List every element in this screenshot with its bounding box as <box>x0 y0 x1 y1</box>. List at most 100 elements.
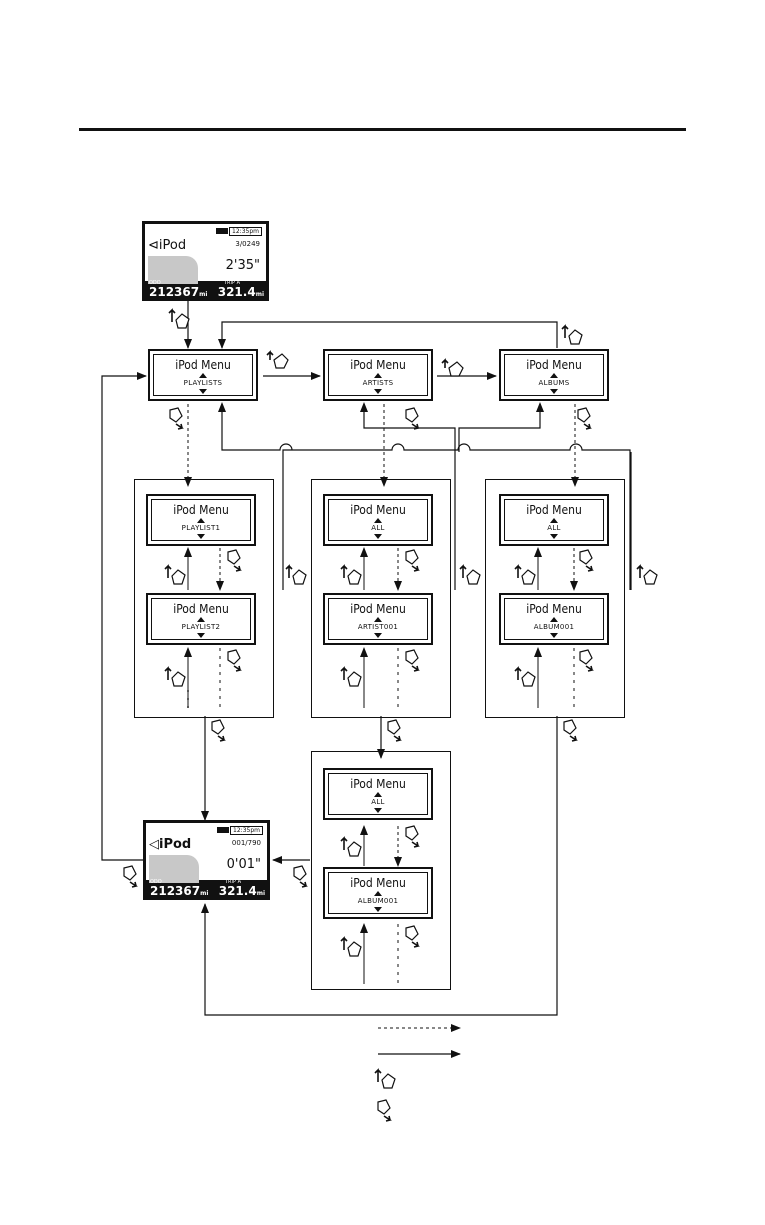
up-arrow-icon <box>197 617 205 622</box>
legend-knob-push-down-icon <box>377 1099 391 1122</box>
down-arrow-icon <box>197 534 205 539</box>
knob-push-down-icon <box>169 407 183 430</box>
knob-push-down-icon <box>227 649 241 672</box>
down-arrow-icon <box>374 633 382 638</box>
source-name: ◁iPod <box>149 837 192 852</box>
up-arrow-icon <box>199 373 207 378</box>
knob-push-up-icon <box>340 937 362 957</box>
connector <box>360 402 368 412</box>
odometer: 212367mi <box>150 884 209 898</box>
knob-push-up-icon <box>636 565 658 585</box>
down-arrow-icon <box>550 534 558 539</box>
knob-push-up-icon <box>340 565 362 585</box>
connector <box>201 716 558 1016</box>
down-arrow-icon <box>374 389 382 394</box>
albums-submenu-group <box>485 479 625 718</box>
trip-label: TRIP A <box>224 280 241 286</box>
menu-title: iPod Menu <box>350 358 406 372</box>
menu-option: PLAYLIST2 <box>181 623 221 631</box>
knob-push-up-icon <box>340 837 362 857</box>
trip-meter: 321.4mi <box>217 285 264 299</box>
knob-push-down-icon <box>405 649 419 672</box>
elapsed-time: 0'01" <box>226 857 261 872</box>
connector <box>101 372 147 861</box>
up-arrow-icon <box>197 518 205 523</box>
connector <box>536 402 544 412</box>
connector <box>363 404 456 590</box>
knob-push-down-icon <box>577 407 591 430</box>
menu-title: iPod Menu <box>173 503 229 517</box>
down-arrow-icon <box>199 389 207 394</box>
knob-push-down-icon <box>405 407 419 430</box>
menu-title: iPod Menu <box>173 602 229 616</box>
down-arrow-icon <box>374 534 382 539</box>
menu-option: ARTIST001 <box>357 623 399 631</box>
menu-title: iPod Menu <box>350 503 406 517</box>
knob-push-up-icon <box>514 565 536 585</box>
up-arrow-icon <box>374 373 382 378</box>
knob-push-up-icon <box>514 667 536 687</box>
connector <box>221 404 631 590</box>
trip-meter: 321.4mi <box>218 884 265 898</box>
trip-label: TRIP A <box>225 879 242 885</box>
artist-albums-submenu-group <box>311 751 451 990</box>
usb-icon <box>216 228 228 234</box>
knob-push-up-icon <box>459 565 481 585</box>
knob-push-up-icon <box>164 667 186 687</box>
up-arrow-icon <box>374 891 382 896</box>
knob-push-down-icon <box>211 719 225 742</box>
knob-push-down-icon <box>123 865 137 888</box>
knob-push-down-icon <box>227 549 241 572</box>
odo-label: ODO <box>149 280 161 286</box>
knob-turn-right-icon <box>441 359 464 377</box>
menu-option: ALBUM001 <box>357 897 399 905</box>
connector <box>458 404 541 452</box>
up-arrow-icon <box>550 617 558 622</box>
knob-push-up-icon <box>168 309 190 329</box>
odometer: 212367mi <box>149 285 208 299</box>
track-number: 3/0249 <box>235 240 260 248</box>
album-art <box>149 855 199 883</box>
knob-push-down-icon <box>579 549 593 572</box>
menu-option: ARTISTS <box>362 379 394 387</box>
menu-title: iPod Menu <box>175 358 231 372</box>
knob-push-down-icon <box>563 719 577 742</box>
menu-title: iPod Menu <box>350 777 406 791</box>
odo-label: ODO <box>150 879 162 885</box>
knob-push-down-icon <box>405 825 419 848</box>
ipod-screen-playing: 12:35pm ⊲iPod 3/0249 2'35" ODO TRIP A 21… <box>142 221 269 301</box>
down-arrow-icon <box>374 808 382 813</box>
knob-push-up-icon <box>164 565 186 585</box>
up-arrow-icon <box>374 792 382 797</box>
menu-option: ALBUMS <box>538 379 570 387</box>
connector <box>218 321 558 349</box>
menu-option: ALL <box>371 798 385 806</box>
source-name: ⊲iPod <box>148 238 187 253</box>
knob-turn-right-icon <box>266 351 289 369</box>
knob-push-down-icon <box>405 549 419 572</box>
menu-title: iPod Menu <box>526 503 582 517</box>
menu-option: PLAYLIST1 <box>181 524 221 532</box>
knob-push-up-icon <box>561 325 583 345</box>
artists-submenu-group <box>311 479 451 718</box>
knob-push-up-icon <box>340 667 362 687</box>
down-arrow-icon <box>197 633 205 638</box>
menu-title: iPod Menu <box>526 602 582 616</box>
menu-title: iPod Menu <box>350 876 406 890</box>
album-art <box>148 256 198 284</box>
menu-option: PLAYLISTS <box>183 379 223 387</box>
legend-knob-push-up-icon <box>374 1069 396 1089</box>
menu-option: ALL <box>371 524 385 532</box>
header-rule <box>79 128 686 131</box>
